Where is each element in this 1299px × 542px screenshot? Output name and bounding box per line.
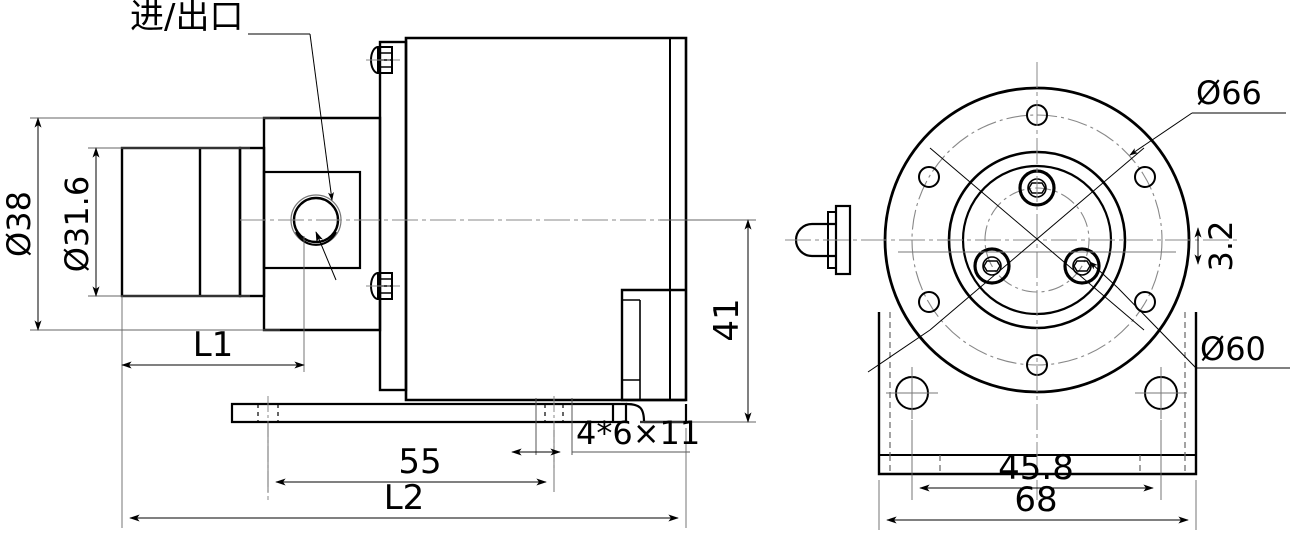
bracket-mount-hole: [886, 367, 1187, 419]
front-view-dimension-lines: [867, 112, 1290, 530]
flange-bolt-icon-lower: [366, 272, 400, 300]
dim-l2: L2: [384, 478, 425, 518]
side-view-geometry: [120, 36, 740, 500]
dim-32: 3.2: [1202, 221, 1240, 272]
flange-hole: [918, 104, 1156, 376]
dim-458: 45.8: [998, 448, 1074, 488]
dim-68: 68: [1014, 480, 1057, 520]
dim-dia316: Ø31.6: [58, 176, 96, 272]
dim-l1: L1: [193, 325, 234, 365]
front-view-geometry: [785, 62, 1240, 500]
dim-dia60: Ø60: [1200, 330, 1266, 368]
dim-55: 55: [398, 442, 441, 482]
dim-dia38: Ø38: [0, 191, 38, 257]
side-view-dimension-lines: [30, 33, 756, 528]
dim-slot: 4*6×11: [576, 414, 700, 452]
dim-41: 41: [707, 298, 747, 341]
dim-dia66: Ø66: [1196, 74, 1262, 112]
flange-bolt-icon: [366, 46, 400, 74]
hex-socket-screw-icon: [973, 169, 1101, 285]
label-port: 进/出口: [130, 0, 243, 37]
